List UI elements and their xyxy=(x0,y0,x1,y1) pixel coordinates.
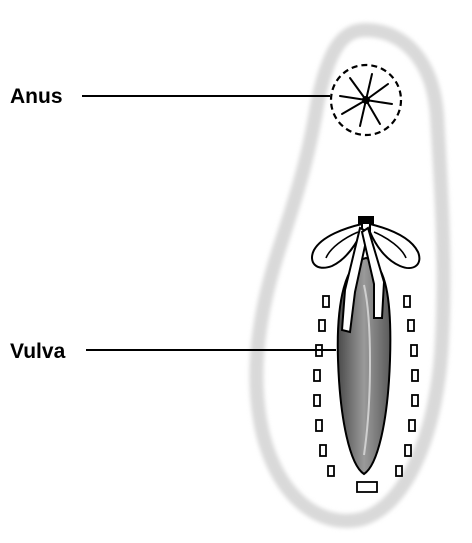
bow-knot xyxy=(358,216,374,224)
vulva-structure xyxy=(312,216,419,474)
vulva-label: Vulva xyxy=(10,341,65,362)
anus-center xyxy=(362,96,370,104)
anus-label: Anus xyxy=(10,86,63,107)
anus-structure xyxy=(331,65,401,135)
